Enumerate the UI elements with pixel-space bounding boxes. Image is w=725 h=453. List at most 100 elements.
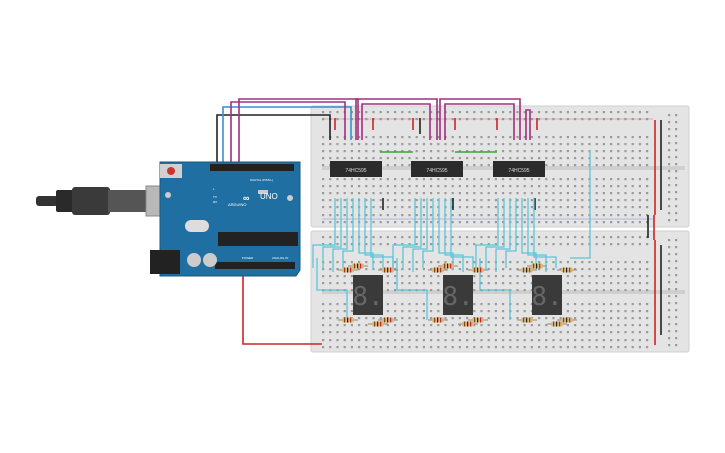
- resistor[interactable]: [338, 267, 358, 273]
- segment-wire[interactable]: [485, 198, 505, 270]
- breadboard-hole: [538, 268, 541, 271]
- resistor[interactable]: [547, 321, 567, 327]
- breadboard-hole: [350, 157, 353, 160]
- segment-wire[interactable]: [364, 198, 384, 272]
- breadboard-hole: [350, 236, 353, 239]
- resistor[interactable]: [517, 317, 537, 323]
- breadboard-hole: [610, 243, 613, 246]
- segment-wire[interactable]: [396, 258, 428, 320]
- segment-wire[interactable]: [521, 198, 537, 270]
- segment-wire[interactable]: [527, 198, 547, 272]
- resistors[interactable]: [338, 263, 577, 327]
- seven-segment-display-2[interactable]: 8.: [442, 275, 474, 315]
- breadboard-hole: [602, 192, 605, 195]
- shift-register-2[interactable]: 74HC595: [411, 161, 463, 177]
- breadboard-hole: [358, 268, 361, 271]
- breadboard-hole: [595, 150, 598, 153]
- segment-wire[interactable]: [438, 198, 454, 270]
- segment-wire[interactable]: [312, 198, 336, 268]
- breadboard-hole: [574, 136, 577, 139]
- resistor[interactable]: [428, 267, 448, 273]
- breadboard-hole: [602, 206, 605, 209]
- segment-wire[interactable]: [444, 198, 464, 272]
- breadboard-hole: [430, 303, 433, 306]
- breadboard-hole: [566, 157, 569, 160]
- wires-control[interactable]: [216, 98, 538, 345]
- resistor[interactable]: [378, 267, 398, 273]
- resistor[interactable]: [338, 317, 358, 323]
- segment-wire[interactable]: [533, 198, 557, 268]
- shift-register-1[interactable]: 74HC595: [330, 161, 382, 177]
- breadboard-hole: [552, 150, 555, 153]
- breadboard-hole: [638, 346, 641, 349]
- resistor[interactable]: [368, 321, 388, 327]
- breadboard-hole: [379, 346, 382, 349]
- breadboard-hole: [502, 192, 505, 195]
- breadboard-hole: [624, 317, 627, 320]
- segment-wire[interactable]: [342, 198, 354, 268]
- segment-wire[interactable]: [495, 198, 511, 272]
- segment-wire[interactable]: [479, 258, 511, 320]
- resistor[interactable]: [468, 317, 488, 323]
- resistor[interactable]: [527, 263, 547, 269]
- breadboard-hole: [430, 111, 433, 114]
- resistor[interactable]: [438, 263, 458, 269]
- breadboard-hole: [566, 236, 569, 239]
- breadboard-bottom[interactable]: [310, 230, 690, 353]
- breadboard-hole: [538, 221, 541, 224]
- breadboard-hole: [516, 185, 519, 188]
- seven-segment-display-3[interactable]: 8.: [531, 275, 563, 315]
- breadboard-hole: [401, 214, 404, 217]
- segment-wire[interactable]: [450, 198, 474, 268]
- breadboard-hole: [675, 170, 678, 173]
- breadboard-hole: [610, 150, 613, 153]
- segment-wire[interactable]: [322, 198, 342, 270]
- breadboard-hole: [675, 239, 678, 242]
- segment-wire[interactable]: [402, 198, 422, 270]
- wires-segments[interactable]: [312, 150, 591, 320]
- breadboard-hole: [394, 111, 397, 114]
- breadboard-hole: [386, 346, 389, 349]
- usb-cable[interactable]: [36, 185, 177, 217]
- breadboard-hole: [581, 303, 584, 306]
- segment-wire[interactable]: [332, 198, 348, 272]
- breadboard-hole: [379, 185, 382, 188]
- segment-wire[interactable]: [316, 258, 348, 320]
- breadboard-hole: [523, 214, 526, 217]
- resistor[interactable]: [557, 317, 577, 323]
- breadboard-hole: [631, 214, 634, 217]
- segment-wire[interactable]: [570, 150, 591, 259]
- breadboard-hole: [336, 150, 339, 153]
- breadboard-hole: [480, 243, 483, 246]
- resistor[interactable]: [468, 267, 488, 273]
- breadboard-hole: [538, 317, 541, 320]
- breadboard-hole: [624, 236, 627, 239]
- arduino-uno-board[interactable]: ∞ ARDUINO UNO DIGITAL (PWM~) POWER ANALO…: [150, 161, 301, 277]
- breadboard-hole: [437, 192, 440, 195]
- seven-segment-display-1[interactable]: 8.: [352, 275, 384, 315]
- breadboard-hole: [372, 185, 375, 188]
- resistor[interactable]: [348, 263, 368, 269]
- breadboard-hole: [466, 346, 469, 349]
- breadboard-hole: [480, 261, 483, 264]
- breadboard-hole: [638, 261, 641, 264]
- segment-wire[interactable]: [475, 198, 499, 268]
- breadboard-hole: [646, 111, 649, 114]
- segment-wire[interactable]: [412, 198, 428, 272]
- segment-wire[interactable]: [505, 198, 517, 268]
- resistor[interactable]: [557, 267, 577, 273]
- resistor[interactable]: [458, 321, 478, 327]
- resistor[interactable]: [428, 317, 448, 323]
- breadboard-hole: [365, 346, 368, 349]
- shift-register-3[interactable]: 74HC595: [493, 161, 545, 177]
- segment-wire[interactable]: [358, 198, 374, 270]
- segment-wire[interactable]: [422, 198, 434, 268]
- resistor[interactable]: [378, 317, 398, 323]
- segment-wire[interactable]: [392, 198, 416, 268]
- breadboard-hole: [350, 221, 353, 224]
- breadboard-hole: [617, 310, 620, 313]
- breadboard-hole: [631, 331, 634, 334]
- resistor[interactable]: [517, 267, 537, 273]
- breadboard-hole: [595, 261, 598, 264]
